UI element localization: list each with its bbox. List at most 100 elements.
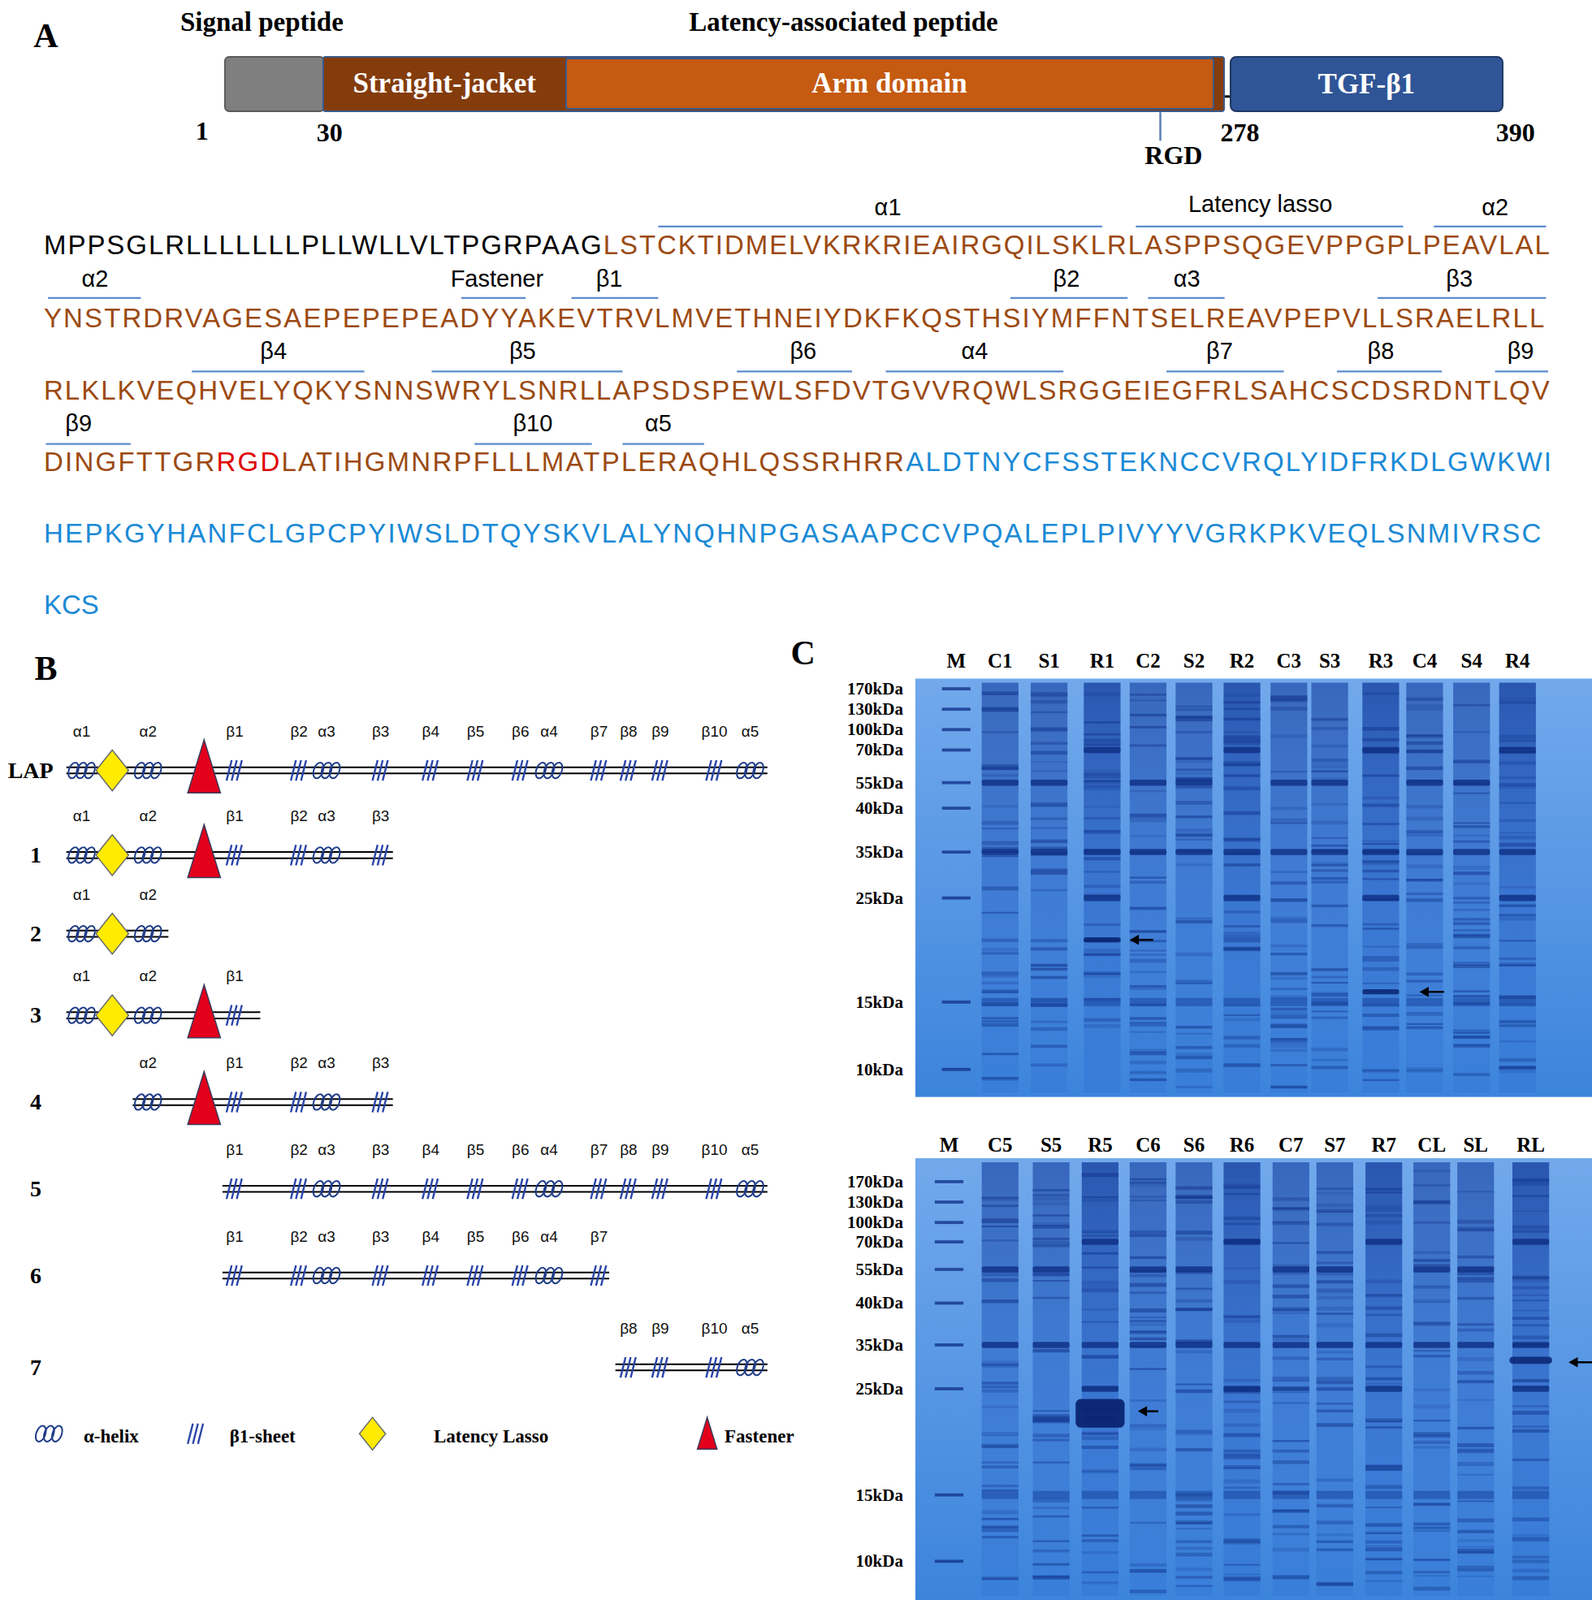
element-label: α3: [317, 1228, 336, 1246]
construct-label: 2: [30, 921, 42, 948]
protein-band: [1223, 1044, 1260, 1048]
protein-band: [1362, 927, 1399, 931]
protein-band: [1453, 759, 1490, 764]
protein-band: [1175, 1429, 1212, 1434]
sequence-segment: MPPSGLRLLLLLLLPLLWLLVLTPGRPAAG: [43, 229, 604, 260]
protein-band: [1272, 1306, 1310, 1311]
protein-band: [1223, 1479, 1260, 1484]
protein-band: [1272, 1197, 1310, 1201]
sequence-segment: ALDTNYCFSSTEKNCCVRQLYIDFRKDLGWKWI: [905, 446, 1554, 477]
protein-band: [1175, 760, 1212, 763]
protein-band: [1272, 1386, 1310, 1391]
protein-band: [1453, 1029, 1490, 1032]
protein-band: [1032, 1348, 1069, 1352]
protein-band: [1270, 972, 1307, 976]
protein-band: [1365, 1306, 1402, 1311]
sheet-symbol: [661, 760, 667, 781]
sheet-symbol: [301, 1178, 307, 1199]
protein-band: [1081, 1234, 1119, 1237]
protein-band: [1365, 1540, 1402, 1545]
protein-band: [1272, 1575, 1310, 1580]
protein-band: [1272, 1312, 1310, 1315]
helix-symbol: [327, 845, 342, 865]
protein-band: [1270, 1015, 1307, 1020]
protein-band: [982, 1465, 1019, 1468]
protein-band: [1175, 1055, 1212, 1060]
sheet-symbol: [301, 760, 307, 781]
sheet-symbol: [372, 1178, 378, 1199]
protein-band: [1223, 1014, 1260, 1017]
protein-band: [1083, 848, 1121, 856]
protein-band: [1310, 924, 1348, 927]
protein-band: [1457, 1341, 1494, 1349]
protein-band: [1223, 848, 1260, 856]
structure-label: Fastener: [450, 265, 544, 293]
protein-band: [1223, 925, 1260, 928]
protein-band: [1365, 1468, 1402, 1471]
protein-band: [1316, 1312, 1354, 1316]
protein-band: [1457, 1357, 1494, 1362]
protein-band: [1272, 1548, 1310, 1553]
protein-band: [1512, 1225, 1549, 1230]
protein-band: [1129, 1195, 1167, 1198]
structure-label: β5: [509, 337, 537, 365]
protein-band: [982, 912, 1019, 914]
sheet-symbol: [295, 1091, 301, 1112]
protein-band: [1081, 1284, 1119, 1289]
size-marker: 10kDa: [856, 1551, 904, 1572]
size-marker: 100kDa: [847, 1212, 904, 1233]
protein-band: [1362, 982, 1399, 985]
helix-symbol: [735, 761, 750, 780]
sequence-segment: YNSTRDRVAGESAEPEPEPEADYYAKEVTRVLMVETHNEI…: [43, 302, 1546, 334]
element-label: β2: [289, 1228, 308, 1246]
protein-band: [1272, 1387, 1310, 1392]
structure-bar: [474, 442, 592, 445]
sheet-symbol: [377, 760, 383, 781]
protein-band: [1223, 1319, 1260, 1324]
protein-band: [1365, 1557, 1402, 1561]
protein-band: [1175, 863, 1212, 866]
protein-band: [1175, 1547, 1212, 1550]
sheet-symbol: [382, 760, 388, 781]
protein-band: [1175, 920, 1212, 924]
element-label: α2: [138, 722, 157, 741]
protein-band: [1175, 952, 1212, 957]
target-band: [1075, 1399, 1125, 1428]
protein-band: [1083, 773, 1121, 776]
protein-band: [1362, 1013, 1399, 1017]
protein-band: [1413, 1266, 1450, 1273]
protein-band: [1499, 1066, 1536, 1071]
protein-band: [1032, 1202, 1069, 1207]
protein-band: [1316, 1520, 1354, 1525]
protein-band: [1499, 957, 1536, 961]
protein-band: [1405, 816, 1443, 821]
protein-band: [1175, 1540, 1212, 1543]
protein-band: [982, 827, 1019, 830]
protein-band: [1175, 1567, 1212, 1572]
lane-label: R7: [1371, 1133, 1397, 1157]
sheet-symbol: [601, 1178, 606, 1199]
protein-band: [1223, 1432, 1260, 1437]
protein-band: [982, 765, 1019, 771]
protein-band: [1405, 804, 1443, 809]
protein-band: [1365, 1377, 1402, 1381]
protein-band: [1032, 1418, 1069, 1423]
protein-band: [982, 912, 1019, 914]
protein-band: [1270, 898, 1307, 901]
protein-band: [1499, 697, 1536, 702]
protein-band: [1316, 1491, 1354, 1500]
size-marker: 170kDa: [847, 679, 904, 700]
structure-label: β6: [789, 337, 817, 365]
protein-band: [1223, 1538, 1260, 1542]
sheet-symbol: [231, 1005, 237, 1026]
helix-symbol: [311, 845, 326, 865]
element-label: β3: [372, 1141, 390, 1160]
structure-bar: [191, 370, 364, 373]
construct-label: 6: [30, 1263, 42, 1290]
helix-symbol: [42, 1424, 57, 1444]
protein-band: [1030, 779, 1068, 787]
domain-name: Arm domain: [811, 67, 968, 100]
sheet-symbol: [477, 760, 483, 781]
protein-band: [1175, 1266, 1212, 1273]
structure-label: β4: [259, 337, 287, 365]
